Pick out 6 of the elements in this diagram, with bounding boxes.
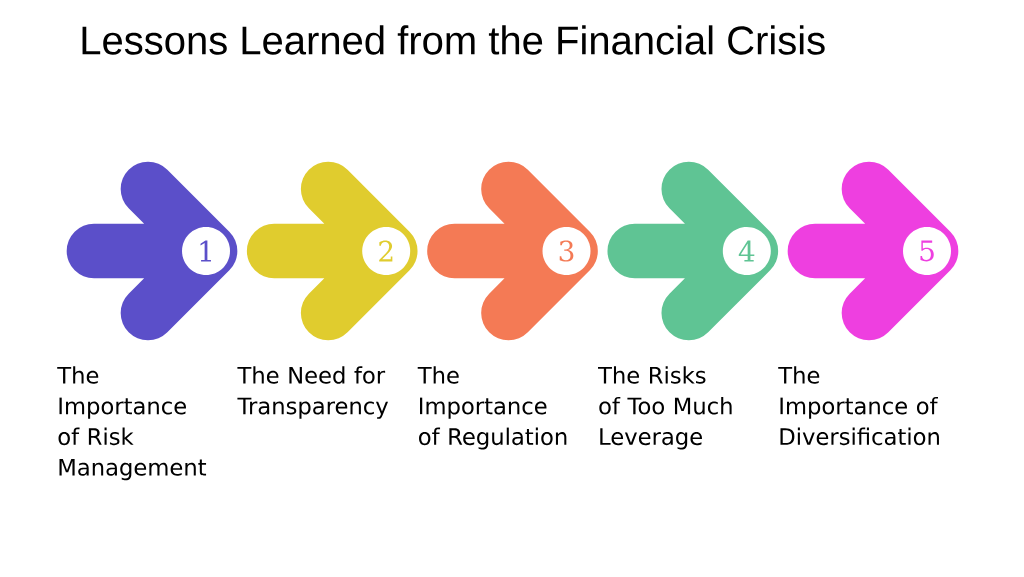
caption-text: The Importance of Regulation bbox=[417, 366, 567, 450]
caption-text: The Risks of Too Much Leverage bbox=[598, 366, 732, 450]
caption-text: The Need for Transparency bbox=[237, 366, 388, 419]
caption-text: The Importance of Risk Management bbox=[57, 366, 207, 481]
caption-text: The Importance of Diversification bbox=[778, 366, 939, 446]
title: Lessons Learned from the Financial Crisis bbox=[82, 25, 825, 55]
